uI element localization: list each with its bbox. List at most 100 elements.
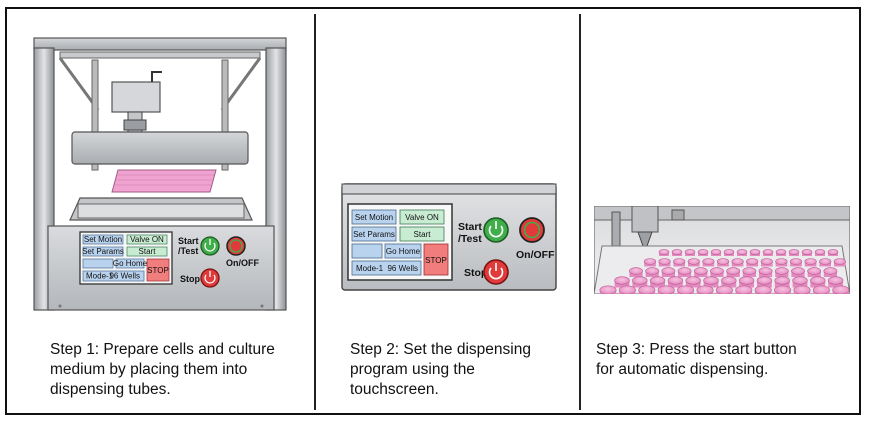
well-top: [599, 285, 617, 294]
well-top: [792, 276, 808, 285]
well-top: [749, 249, 761, 255]
well-top: [643, 258, 657, 265]
step-2-line-2: program using the: [350, 361, 475, 378]
ctrl-on-off-button[interactable]: [519, 217, 545, 243]
well-top: [762, 249, 774, 255]
step-1-line-1: Step 1: Prepare cells and culture: [50, 341, 275, 358]
well-top: [671, 249, 683, 255]
ctrl-set-params[interactable]: Set Params: [353, 230, 395, 239]
well-top: [810, 276, 826, 285]
well-top: [677, 285, 695, 294]
well-top: [832, 285, 850, 294]
well-top: [667, 276, 684, 285]
start-test-label-2: /Test: [178, 246, 198, 256]
well-top: [812, 285, 830, 294]
screen-start[interactable]: Start: [139, 247, 157, 256]
well-top: [685, 276, 701, 285]
well-top: [673, 258, 686, 265]
start-test-button[interactable]: [200, 236, 220, 256]
ctrl-start-test-label-1: Start: [458, 221, 482, 233]
screen-set-motion[interactable]: Set Motion: [84, 235, 122, 244]
well-top: [649, 276, 666, 285]
well-top: [658, 258, 671, 265]
well-top: [697, 249, 709, 255]
well-top: [693, 267, 708, 275]
ctrl-start[interactable]: Start: [414, 230, 432, 239]
well-top: [814, 249, 826, 255]
stop-button[interactable]: [200, 268, 220, 288]
ctrl-go-home[interactable]: Go Home: [386, 247, 421, 256]
screen-go-home[interactable]: Go Home: [113, 259, 148, 268]
well-top: [819, 258, 832, 265]
well-top: [629, 267, 643, 275]
step-3-line-2: for automatic dispensing.: [596, 361, 769, 378]
well-top: [807, 267, 822, 275]
well-top: [716, 258, 730, 265]
well-top: [726, 267, 741, 275]
well-top: [684, 249, 696, 255]
well-top: [703, 276, 719, 285]
well-top: [793, 285, 811, 294]
well-top: [702, 258, 715, 265]
step-1-line-3: dispensing tubes.: [50, 381, 171, 398]
well-top: [833, 258, 846, 265]
well-top: [758, 267, 773, 275]
screen-wells: 96 Wells: [109, 272, 140, 281]
step-2-line-1: Step 2: Set the dispensing: [350, 341, 531, 358]
well-top: [775, 249, 787, 255]
well-top: [723, 249, 735, 255]
divider-2: [579, 14, 581, 410]
well-top: [618, 285, 636, 294]
well-top: [658, 249, 670, 255]
controller-illustration: Set Motion Valve ON Set Params Start Go …: [341, 183, 557, 291]
well-top: [710, 249, 722, 255]
well-top: [801, 249, 813, 255]
screen-mode: Mode-1: [86, 272, 114, 281]
well-top: [754, 285, 772, 294]
well-top: [738, 276, 755, 285]
step-1-caption: Step 1: Prepare cells and culture medium…: [50, 340, 300, 400]
screen-stop[interactable]: STOP: [147, 266, 169, 275]
well-top: [710, 267, 724, 275]
ctrl-stop-button[interactable]: [483, 259, 509, 285]
well-top: [742, 267, 757, 275]
well-plate-wells: [599, 249, 850, 294]
stop-label: Stop: [180, 274, 200, 284]
well-top: [804, 258, 817, 265]
well-top: [715, 285, 733, 294]
well-top: [774, 276, 790, 285]
step-2-line-3: touchscreen.: [350, 381, 439, 398]
ctrl-stop-label: Stop: [464, 267, 487, 279]
screen-set-params[interactable]: Set Params: [82, 247, 124, 256]
well-top: [775, 258, 788, 265]
screen-valve-on[interactable]: Valve ON: [130, 235, 164, 244]
well-top: [789, 258, 803, 265]
start-test-label-1: Start: [178, 236, 199, 246]
well-top: [823, 267, 838, 275]
well-top: [760, 258, 773, 265]
well-top: [756, 276, 773, 285]
well-top: [827, 276, 844, 285]
well-top: [735, 285, 753, 294]
ctrl-stop-screen[interactable]: STOP: [425, 256, 447, 265]
well-top: [645, 267, 660, 275]
well-top: [638, 285, 656, 294]
ctrl-set-motion[interactable]: Set Motion: [355, 213, 393, 222]
ctrl-start-test-button[interactable]: [483, 217, 509, 243]
well-top: [632, 276, 648, 285]
well-top: [657, 285, 675, 294]
well-top: [736, 249, 748, 255]
ctrl-wells: 96 Wells: [387, 264, 418, 273]
well-top: [687, 258, 700, 265]
well-top: [774, 267, 789, 275]
ctrl-start-test-label-2: /Test: [458, 233, 482, 245]
divider-1: [314, 14, 316, 410]
well-top: [774, 285, 792, 294]
on-off-label: On/OFF: [226, 258, 259, 268]
step-2-caption: Step 2: Set the dispensing program using…: [350, 340, 575, 400]
ctrl-on-off-label: On/OFF: [516, 249, 555, 261]
ctrl-valve-on[interactable]: Valve ON: [405, 213, 439, 222]
ctrl-mode: Mode-1: [356, 264, 384, 273]
well-top: [721, 276, 737, 285]
dispensing-closeup-illustration: [594, 206, 850, 294]
